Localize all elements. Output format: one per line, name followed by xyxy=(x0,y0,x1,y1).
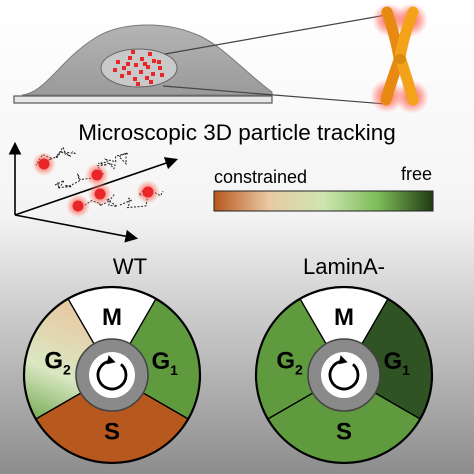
particle-dot xyxy=(157,60,161,64)
tracked-particle xyxy=(32,152,56,176)
particle-dot xyxy=(160,73,164,77)
particle-dot xyxy=(149,80,153,84)
cycle-arrow-head xyxy=(338,355,348,365)
particle-dot xyxy=(122,66,126,70)
particle-dot xyxy=(133,77,137,81)
particle-dot xyxy=(140,57,144,61)
particle-dot xyxy=(148,52,152,56)
cycle-hub-inner xyxy=(321,352,367,398)
cycle-arrow-icon xyxy=(96,359,128,391)
nucleus xyxy=(100,48,178,88)
particle-dot xyxy=(128,56,132,60)
particle-dot xyxy=(113,68,117,72)
scale-bar xyxy=(213,190,434,212)
tracked-particle xyxy=(88,182,112,206)
cycle-hub-inner xyxy=(89,352,135,398)
phase-label: M xyxy=(102,304,122,331)
mobility-scale: constrained free xyxy=(213,164,434,212)
trajectory-path xyxy=(35,146,77,166)
phase-label: S xyxy=(336,418,352,445)
particle-dot xyxy=(146,65,150,69)
phase-label: M xyxy=(334,304,354,331)
phase-label: G2 xyxy=(276,347,303,377)
phase-label: G2 xyxy=(44,347,71,377)
particle-dot xyxy=(127,71,131,75)
cycle-arrow-head xyxy=(106,355,116,365)
cell-illustration xyxy=(13,14,387,105)
tracked-particle xyxy=(136,180,160,204)
zoom-line-top xyxy=(164,14,387,55)
particle-dot xyxy=(120,74,124,78)
particle-dot xyxy=(139,70,143,74)
chromosome xyxy=(370,3,429,114)
tracked-particles xyxy=(32,152,160,218)
scale-left-label: constrained xyxy=(214,167,307,187)
tracked-particle xyxy=(66,194,90,218)
particle-dot xyxy=(136,82,140,86)
trajectory-path xyxy=(94,151,129,176)
particle-dot xyxy=(116,60,120,64)
cycle-arrow-icon xyxy=(328,359,360,391)
wheel-title: LaminA- xyxy=(303,254,385,279)
nucleus-particles xyxy=(113,50,164,86)
tracked-particle xyxy=(85,163,109,187)
tracking-heading: Microscopic 3D particle tracking xyxy=(78,120,396,145)
phase-label: S xyxy=(104,418,120,445)
particle-dot xyxy=(143,62,147,66)
slide xyxy=(13,95,273,104)
scale-right-label: free xyxy=(401,164,432,184)
wheel-outline xyxy=(254,285,434,465)
particle-dot xyxy=(151,72,155,76)
zoom-line-bottom xyxy=(162,85,387,105)
particle-dot xyxy=(152,59,156,63)
particle-dot xyxy=(126,62,130,66)
particle-dot xyxy=(158,66,162,70)
particle-dot xyxy=(145,76,149,80)
particle-dot xyxy=(134,63,138,67)
trajectory-plot xyxy=(8,141,179,243)
wheel-outline xyxy=(22,285,202,465)
wheel-title: WT xyxy=(113,254,147,279)
y-axis xyxy=(14,214,139,243)
particle-dot xyxy=(131,50,135,54)
